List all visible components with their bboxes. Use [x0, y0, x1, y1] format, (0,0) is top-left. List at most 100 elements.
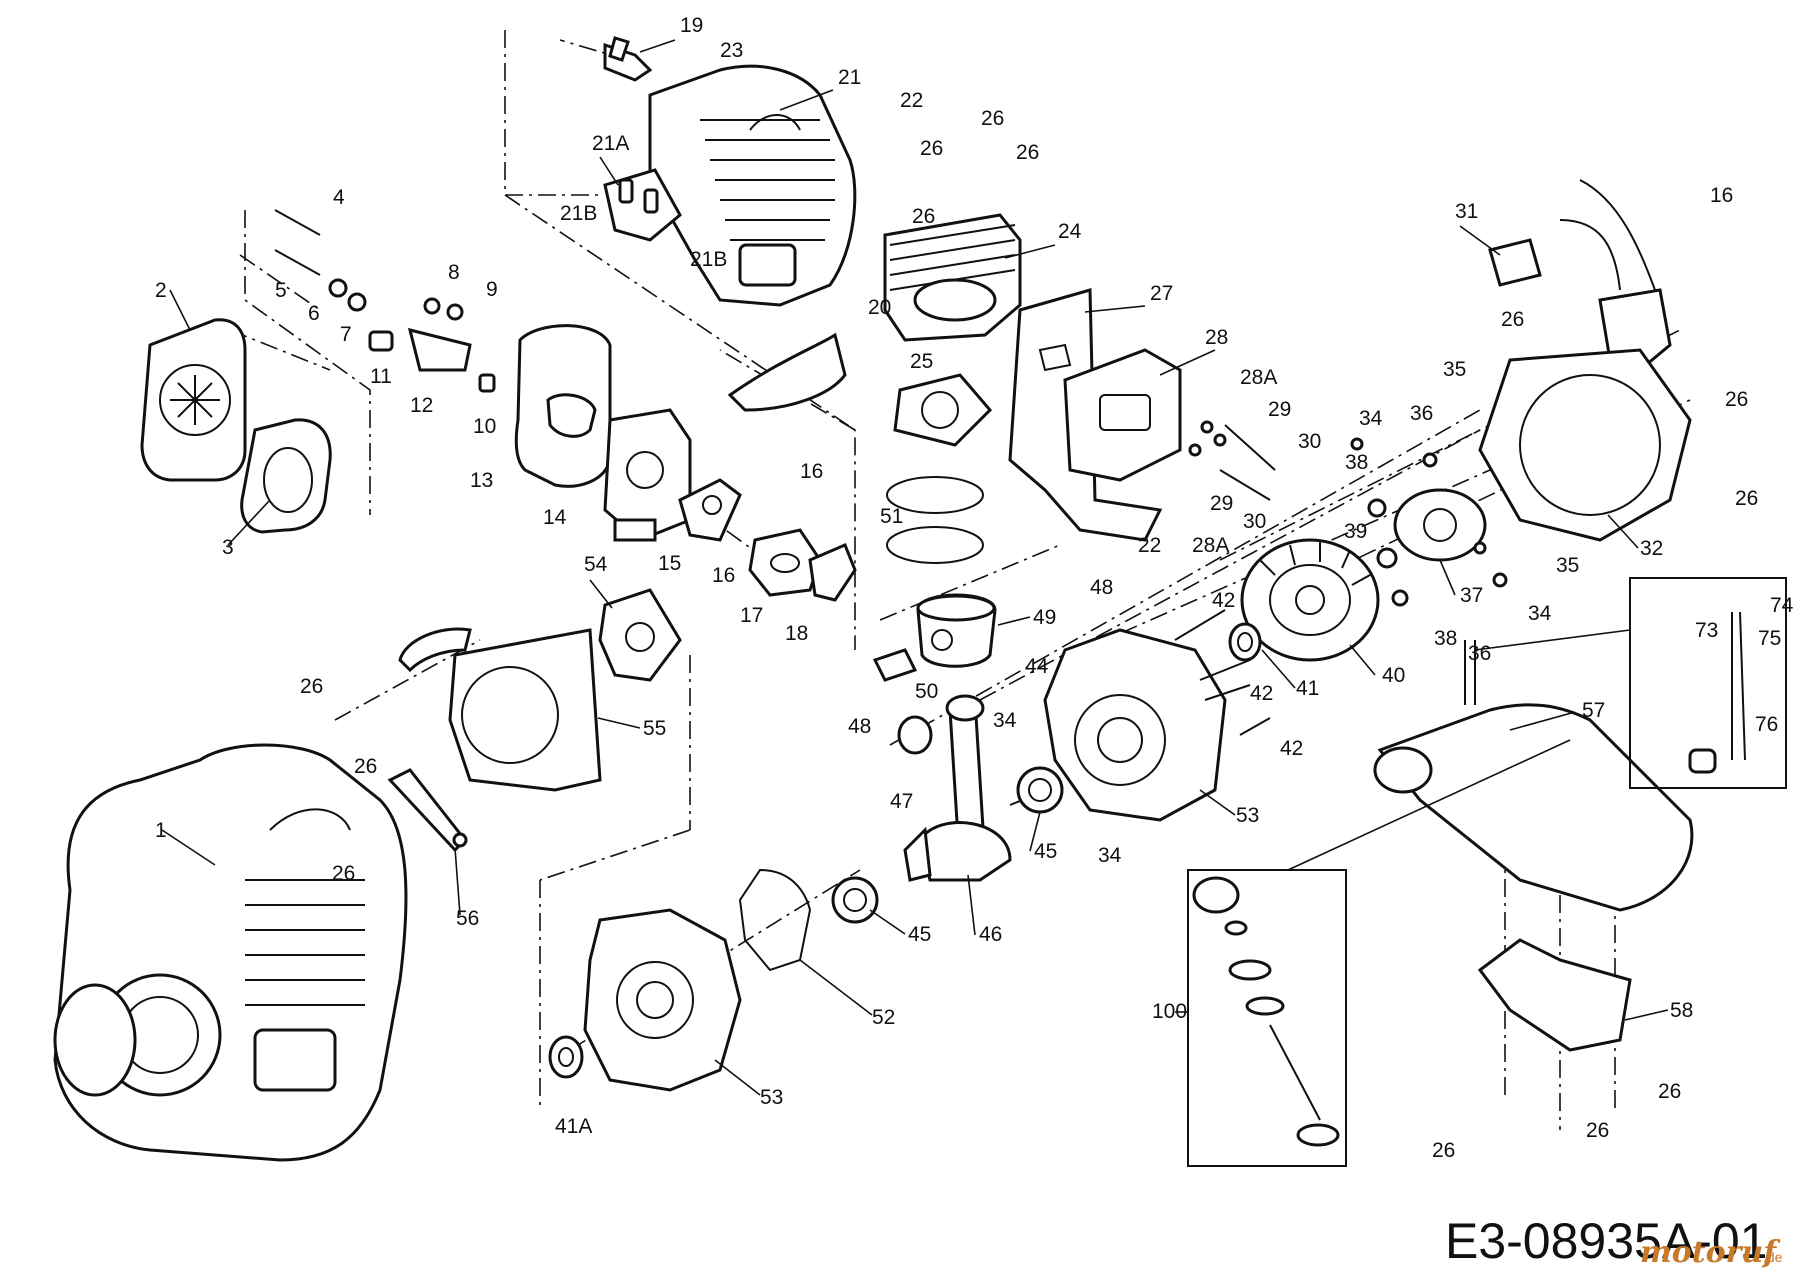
part-label-p73: 73 — [1695, 619, 1718, 642]
insulator-17 — [748, 528, 822, 597]
fuel-tank-57 — [1373, 640, 1694, 912]
part-label-p58: 58 — [1670, 999, 1693, 1022]
part-label-p13: 13 — [470, 469, 493, 492]
part-label-p42c: 42 — [1280, 737, 1303, 760]
part-label-p53b: 53 — [760, 1086, 783, 1109]
part-label-p26h: 26 — [300, 675, 323, 698]
part-label-p45a: 45 — [1034, 840, 1057, 863]
cyl-gasket-25 — [893, 373, 993, 447]
part-label-p20: 20 — [868, 296, 891, 319]
part-label-p21A: 21A — [592, 132, 629, 155]
crankcase-53a — [1043, 609, 1271, 822]
crankcase-53b — [583, 908, 742, 1092]
part-label-p21: 21 — [838, 66, 861, 89]
part-label-p1: 1 — [155, 819, 167, 842]
pulley-54 — [598, 588, 682, 682]
cylinder-24 — [883, 213, 1022, 342]
part-label-p45b: 45 — [908, 923, 931, 946]
part-label-p26i: 26 — [354, 755, 377, 778]
part-label-p18: 18 — [785, 622, 808, 645]
part-label-p41A: 41A — [555, 1115, 592, 1138]
part-label-p56: 56 — [456, 907, 479, 930]
gasket-52 — [738, 868, 812, 972]
part-label-p76: 76 — [1755, 713, 1778, 736]
watermark-suffix: .de — [1763, 1249, 1783, 1265]
conrod-46 — [903, 694, 1061, 882]
part-label-p19: 19 — [680, 14, 703, 37]
part-label-p48a: 48 — [1090, 576, 1113, 599]
part-label-p26e: 26 — [1501, 308, 1524, 331]
part-label-p26l: 26 — [1586, 1119, 1609, 1142]
part-label-p26d: 26 — [912, 205, 935, 228]
air-box-13 — [514, 324, 612, 488]
gasket-15 — [678, 478, 742, 542]
part-label-p34a: 34 — [1359, 407, 1383, 430]
part-label-p53a: 53 — [1236, 804, 1259, 827]
part-label-p21Bb: 21B — [690, 248, 727, 271]
part-label-p48b: 48 — [848, 715, 871, 738]
spark-plug-19 — [603, 36, 653, 82]
bearing-45a — [1016, 766, 1064, 814]
part-label-p36a: 36 — [1410, 402, 1433, 425]
part-label-p46: 46 — [979, 923, 1002, 946]
leader-lines — [161, 39, 1669, 1096]
part-label-p75: 75 — [1758, 627, 1781, 650]
part-number-labels: 123456789101112131415161616171819202121A… — [155, 14, 1794, 1162]
part-label-p26a: 26 — [981, 107, 1004, 130]
small-parts-right — [1350, 437, 1508, 607]
part-label-p27: 27 — [1150, 282, 1173, 305]
piston-rings-51 — [886, 476, 984, 564]
part-label-p26b: 26 — [920, 137, 943, 160]
part-label-p34b: 34 — [1528, 602, 1552, 625]
part-label-p52: 52 — [872, 1006, 895, 1029]
part-label-p38b: 38 — [1434, 627, 1457, 650]
piston-pin-50 — [872, 648, 918, 682]
part-label-p51: 51 — [880, 505, 903, 528]
part-label-p31: 31 — [1455, 200, 1478, 223]
part-label-p7: 7 — [340, 323, 352, 346]
air-filter-cover-2 — [140, 318, 247, 482]
clutch-37 — [1393, 488, 1487, 562]
part-label-p11: 11 — [370, 365, 392, 388]
part-label-p24: 24 — [1058, 220, 1082, 243]
part-label-p14: 14 — [543, 506, 567, 529]
part-label-p16b: 16 — [712, 564, 735, 587]
seal-41 — [1228, 622, 1262, 662]
part-label-p12: 12 — [410, 394, 433, 417]
part-label-p26f: 26 — [1725, 388, 1748, 411]
part-label-p28: 28 — [1205, 326, 1228, 349]
ignition-coil-31 — [1488, 179, 1672, 372]
part-label-p4: 4 — [333, 186, 345, 209]
part-label-p47: 47 — [890, 790, 913, 813]
part-label-p35b: 35 — [1556, 554, 1579, 577]
shroud-21 — [648, 64, 857, 307]
bracket-56 — [387, 768, 468, 853]
part-label-p28Ab: 28A — [1192, 534, 1229, 557]
part-label-p29b: 29 — [1210, 492, 1233, 515]
part-label-p28Aa: 28A — [1240, 366, 1277, 389]
inset-fuel-cap-100 — [1187, 869, 1347, 1167]
air-filter-3 — [240, 418, 332, 534]
part-label-p100: 100 — [1152, 1000, 1187, 1023]
watermark-logo: motoruf — [1640, 1235, 1781, 1270]
screws-30 — [1188, 420, 1276, 501]
heat-shield-20 — [727, 332, 847, 412]
part-label-p37: 37 — [1460, 584, 1483, 607]
part-label-p34d: 34 — [1098, 844, 1122, 867]
fan-housing-32 — [1478, 348, 1692, 542]
part-label-p16a: 16 — [800, 460, 823, 483]
part-label-p44: 44 — [1025, 655, 1049, 678]
tank-plate-58 — [1477, 938, 1632, 1052]
part-label-p74: 74 — [1770, 594, 1794, 617]
plate-21A — [603, 168, 682, 242]
bearing-45b — [831, 876, 879, 924]
part-label-p30b: 30 — [1243, 510, 1266, 533]
part-label-p21Ba: 21B — [560, 202, 597, 225]
part-label-p5: 5 — [275, 279, 287, 302]
part-label-p38a: 38 — [1345, 451, 1368, 474]
part-label-p8: 8 — [448, 261, 460, 284]
part-label-p40: 40 — [1382, 664, 1405, 687]
part-label-p30a: 30 — [1298, 430, 1321, 453]
part-label-p49: 49 — [1033, 606, 1056, 629]
